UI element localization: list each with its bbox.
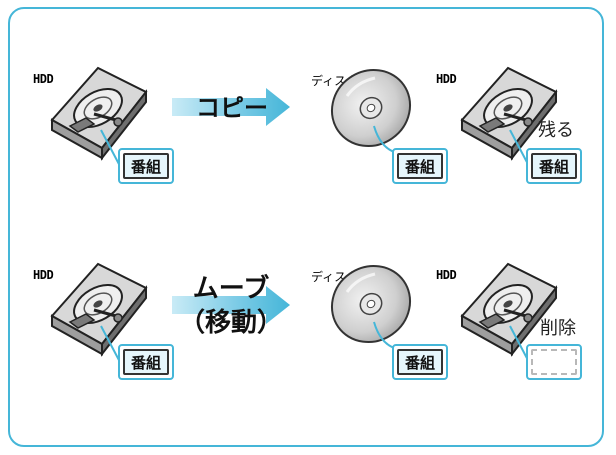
source-program-box: 番組 (118, 148, 174, 184)
callout-pointer (100, 129, 122, 169)
source-hdd-label: HDD (33, 268, 54, 282)
deleted-program-box (526, 344, 582, 380)
disc-program-box: 番組 (392, 148, 448, 184)
disc-program-box: 番組 (392, 344, 448, 380)
source-program-label: 番組 (123, 349, 169, 375)
source-program-box: 番組 (118, 344, 174, 380)
callout-pointer (100, 325, 122, 365)
result-label: 残る (538, 120, 574, 141)
disc-program-label: 番組 (397, 349, 443, 375)
source-program-label: 番組 (123, 153, 169, 179)
empty-slot (531, 349, 577, 375)
action-label: ムーブ (192, 274, 270, 304)
disc-program-label: 番組 (397, 153, 443, 179)
action-sublabel: （移動） (178, 308, 283, 338)
action-label: コピー (196, 94, 268, 122)
result-label: 削除 (540, 318, 576, 339)
target-program-box: 番組 (526, 148, 582, 184)
target-hdd-label: HDD (436, 268, 457, 282)
target-program-label: 番組 (531, 153, 577, 179)
target-hdd-label: HDD (436, 72, 457, 86)
source-hdd-label: HDD (33, 72, 54, 86)
